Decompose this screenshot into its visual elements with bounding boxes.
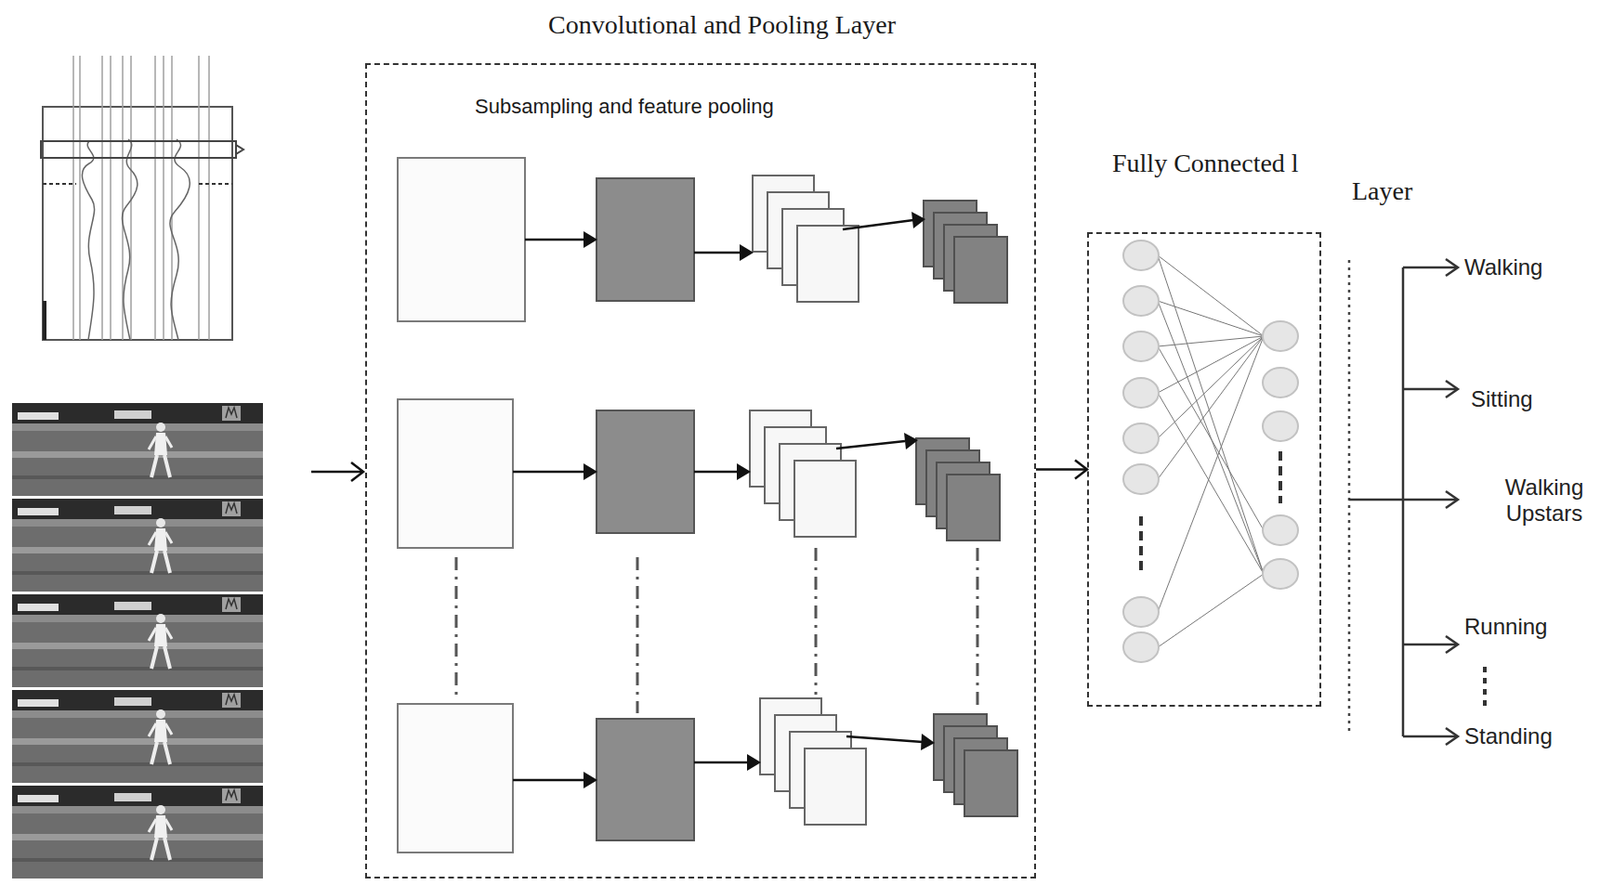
threshold-line (42, 183, 233, 185)
ellipsis-dashes (1278, 451, 1283, 504)
neuron (1123, 632, 1159, 663)
arrow-line (836, 441, 905, 449)
arrow-line (524, 238, 586, 242)
conv-map (596, 178, 695, 302)
video-frame (12, 403, 263, 497)
feature-row (397, 399, 1000, 549)
plot-grid (73, 55, 210, 341)
arrow-head (351, 462, 364, 482)
neuron (1262, 559, 1299, 590)
layer-region: Convolutional and Pooling LayerSubsampli… (365, 63, 1037, 879)
output-arrowheads (1445, 259, 1458, 746)
arrow-line (842, 220, 914, 230)
arrow-line (1036, 468, 1088, 472)
dotted-divider (1348, 260, 1351, 735)
window-arrow (236, 144, 244, 155)
output-trunk (1349, 267, 1404, 737)
feature-row (397, 698, 1018, 853)
input-map (397, 704, 513, 853)
arrow-head (747, 754, 761, 772)
pooled-map (946, 474, 1000, 541)
feature-row (397, 157, 1008, 322)
neuron (1262, 411, 1299, 442)
pooled-map (964, 750, 1018, 817)
neuron (1262, 367, 1299, 398)
feature-map (804, 748, 866, 826)
plot-bar (42, 301, 47, 341)
arrow-line (512, 471, 586, 474)
arrow-line (846, 736, 923, 743)
sensor-signal-plot (40, 55, 244, 341)
input-map (397, 399, 513, 549)
input-arrow (311, 462, 364, 482)
neuron (1123, 423, 1159, 454)
arrow-line (694, 471, 739, 474)
layer-region: Fully Connected lLayer (1087, 232, 1322, 708)
layer-title: Convolutional and Pooling Layer (548, 9, 896, 41)
pooled-map (954, 236, 1008, 303)
window-band (40, 141, 237, 158)
layer-title: Fully Connected l (1112, 147, 1299, 180)
video-frames (12, 403, 263, 879)
neuron (1262, 321, 1299, 352)
arrow-head (920, 734, 935, 751)
conv-map (596, 719, 695, 841)
neuron-links (1157, 255, 1264, 648)
arrow-line (311, 471, 363, 474)
class-label: Walking Upstars (1497, 474, 1591, 527)
arrow-head (736, 463, 751, 481)
ellipsis-dashes (1482, 667, 1487, 711)
video-frame (12, 690, 263, 784)
neuron (1123, 286, 1159, 316)
arrow-line (694, 251, 742, 255)
class-label: Standing (1464, 723, 1553, 750)
class-label: Walking (1464, 254, 1543, 281)
signal-wave (81, 141, 94, 341)
video-frame (12, 498, 263, 592)
flow-arrow (1036, 460, 1088, 480)
feature-map (797, 225, 859, 302)
signal-wave (170, 139, 190, 341)
feature-map (794, 460, 856, 538)
continuation-dashes (456, 548, 978, 714)
arrow-line (694, 761, 749, 765)
arrow-head (583, 231, 598, 249)
neuron (1123, 331, 1159, 362)
neuron (1123, 240, 1159, 271)
neuron (1123, 464, 1159, 495)
fully-connected-net (1123, 240, 1299, 663)
arrow-head (904, 432, 919, 450)
arrow-head (739, 244, 754, 262)
arrow-head (583, 772, 598, 789)
arrow-line (512, 779, 586, 783)
arrow-head (1075, 460, 1088, 480)
arrow-head (583, 463, 598, 481)
output-tree (1349, 259, 1485, 746)
layer-title: Layer (1351, 175, 1413, 208)
class-label: Running (1464, 614, 1548, 641)
input-map (397, 157, 525, 322)
signal-wave (122, 139, 138, 341)
conv-map (596, 410, 695, 534)
neuron (1123, 597, 1159, 628)
ellipsis-dashes (1139, 516, 1143, 577)
output-branches (1403, 267, 1457, 737)
neuron (1123, 378, 1159, 408)
video-frame (12, 594, 263, 688)
class-label: Sitting (1470, 386, 1534, 413)
neuron (1262, 515, 1299, 546)
group-title: Subsampling and feature pooling (474, 94, 774, 119)
arrow-head (911, 211, 926, 229)
video-frame (12, 786, 263, 879)
